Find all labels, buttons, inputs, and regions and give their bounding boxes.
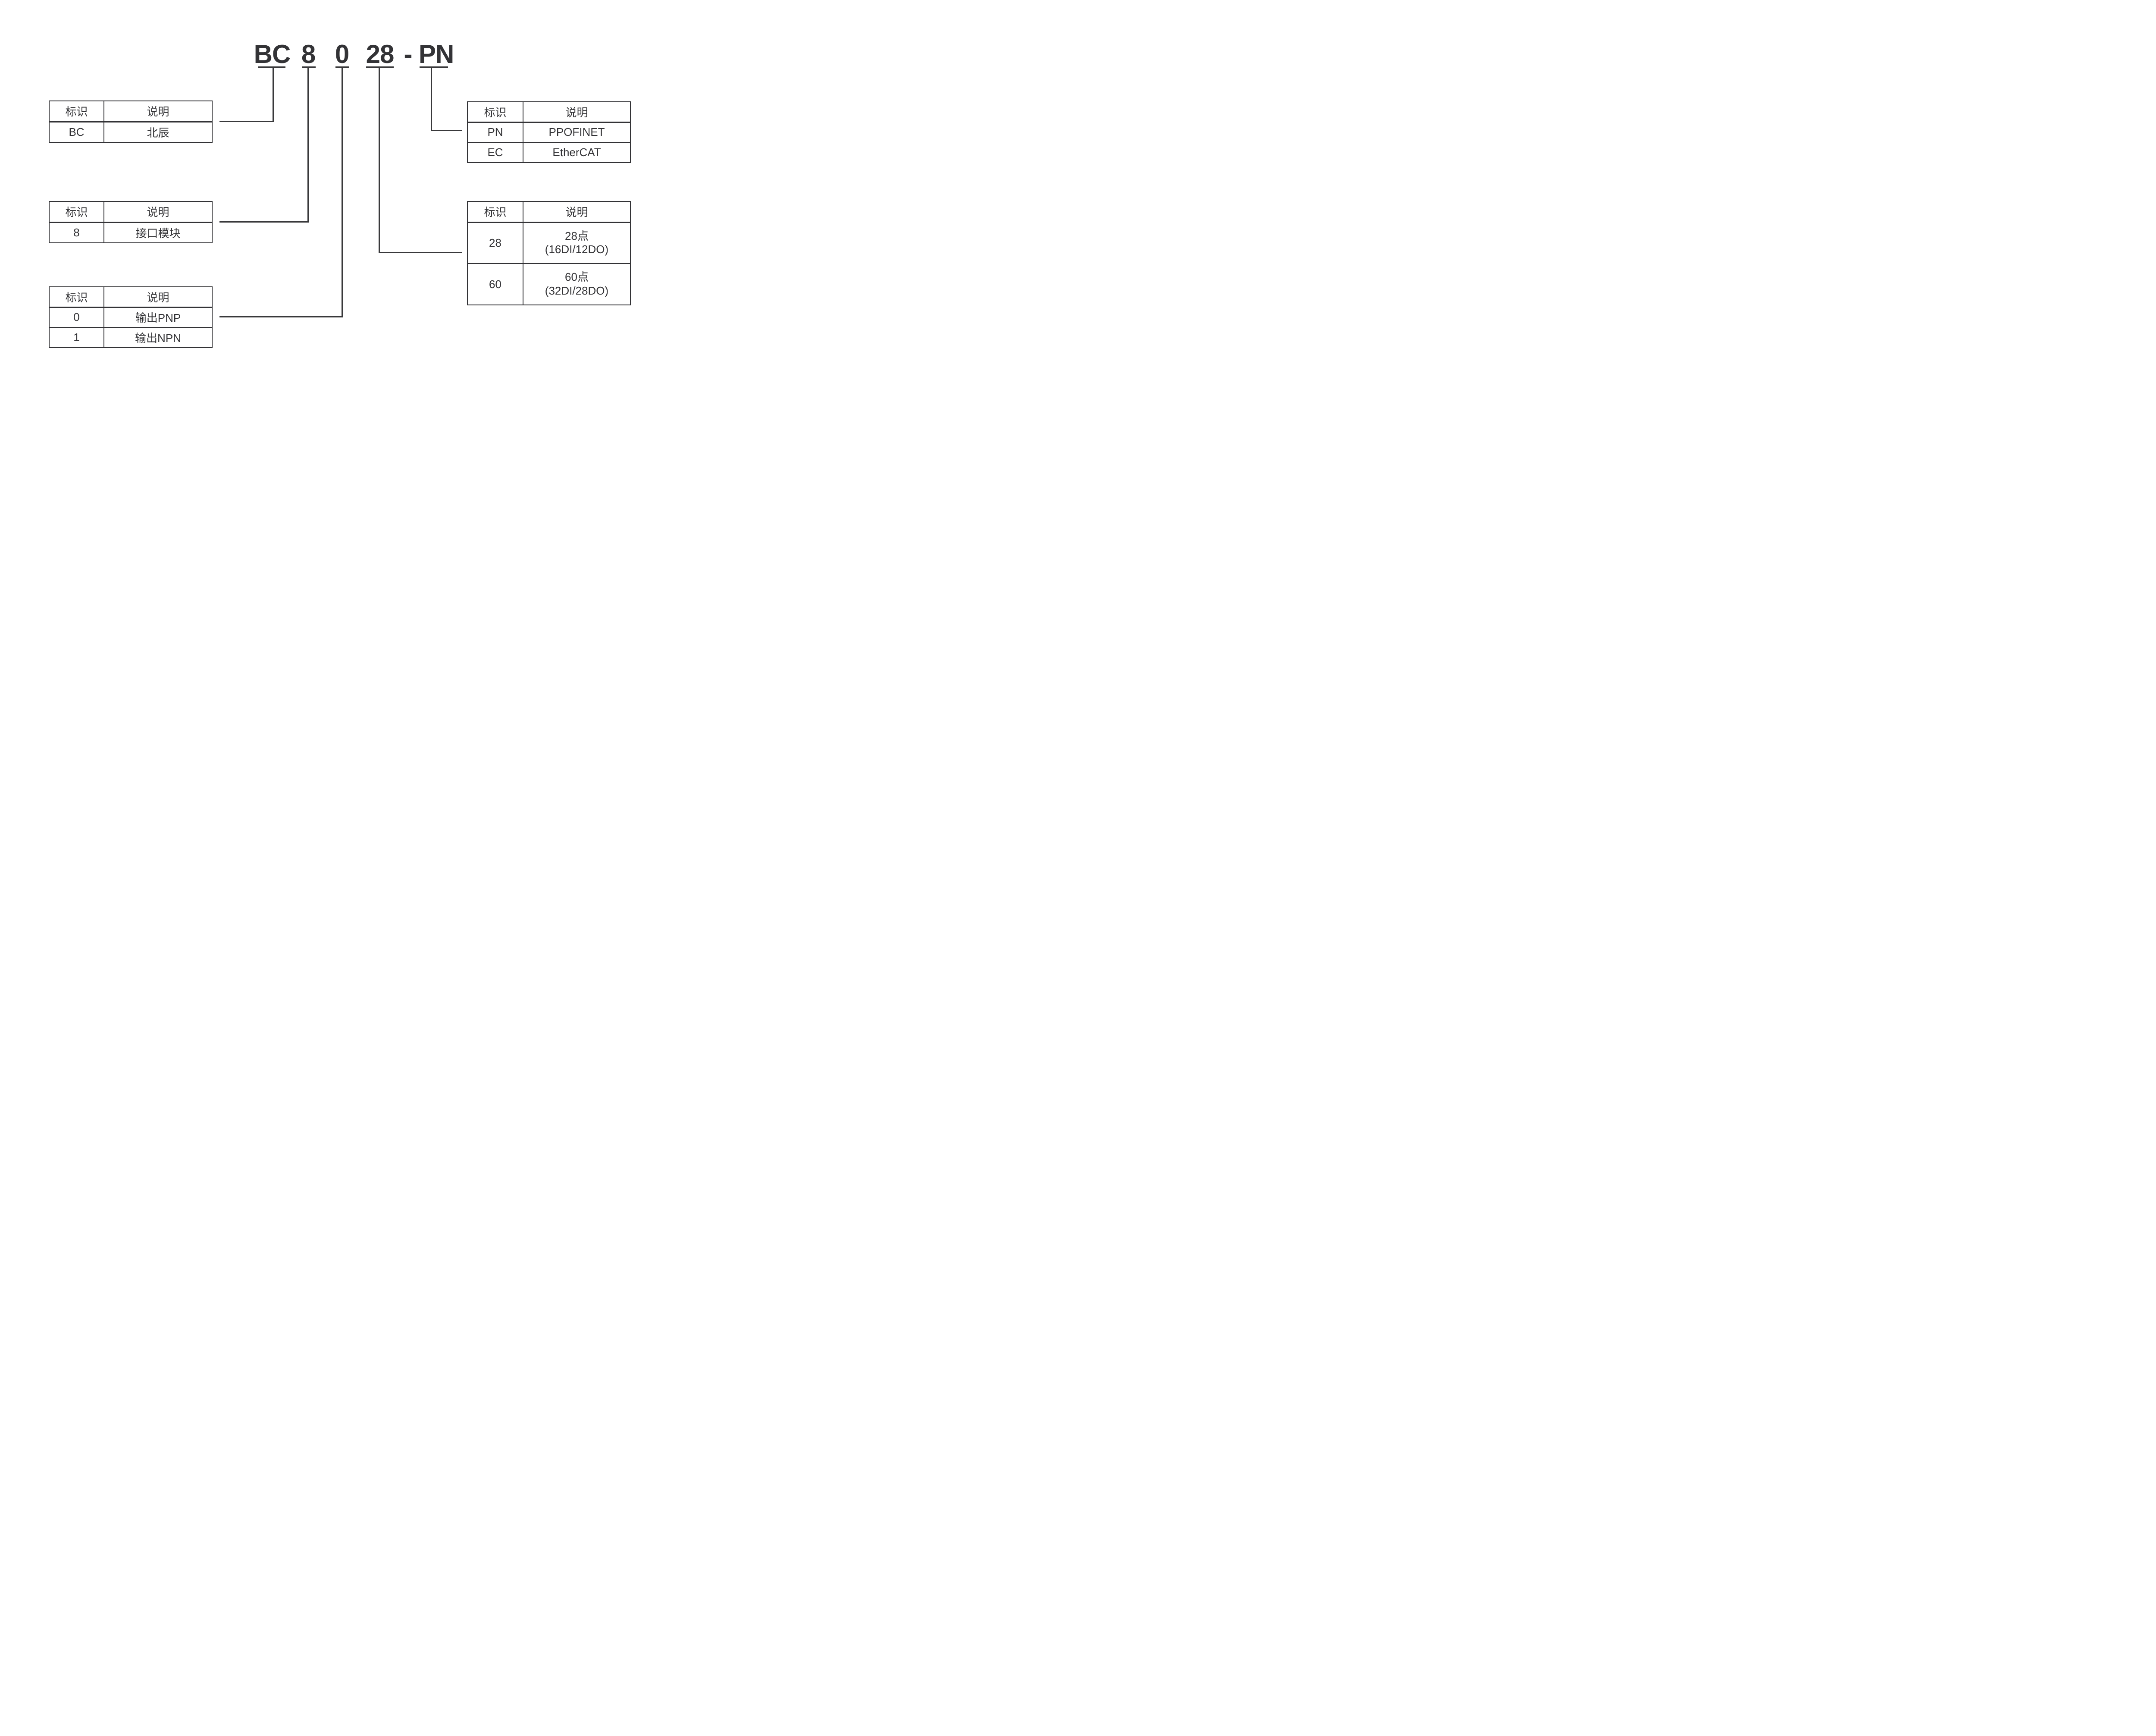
header-id: 标识	[49, 201, 104, 223]
header-id: 标识	[49, 100, 104, 122]
header-desc: 说明	[523, 101, 631, 123]
cell-id: 0	[49, 307, 104, 328]
connector-8-vertical	[307, 68, 309, 223]
connector-28-vertical	[379, 68, 380, 253]
code-segment-0: 0	[335, 40, 349, 69]
cell-desc-line2: (32DI/28DO)	[545, 284, 609, 297]
header-desc: 说明	[103, 100, 213, 122]
cell-id: 1	[49, 327, 104, 348]
table-row: PN PPOFINET	[467, 122, 631, 143]
table-row: 1 输出NPN	[49, 327, 213, 348]
table-row: 0 输出PNP	[49, 307, 213, 328]
cell-id: BC	[49, 121, 104, 143]
code-segment-bc: BC	[254, 40, 291, 69]
underline-0	[335, 66, 349, 68]
table-row: EC EtherCAT	[467, 142, 631, 163]
code-segment-dash: -	[404, 40, 413, 69]
table-row: 60 60点 (32DI/28DO)	[467, 263, 631, 305]
connector-0-vertical	[342, 68, 343, 317]
cell-desc: 接口模块	[103, 222, 213, 243]
connector-28-horizontal	[379, 252, 462, 253]
cell-id: EC	[467, 142, 523, 163]
cell-desc: 北辰	[103, 121, 213, 143]
connector-pn-vertical	[431, 68, 432, 131]
underline-8	[302, 66, 316, 68]
table-row: 28 28点 (16DI/12DO)	[467, 222, 631, 264]
legend-table-brand: 标识 说明 BC 北辰	[49, 100, 213, 143]
underline-pn	[420, 66, 448, 68]
header-desc: 说明	[103, 201, 213, 223]
header-desc: 说明	[103, 286, 213, 308]
legend-table-output-type: 标识 说明 0 输出PNP 1 输出NPN	[49, 286, 213, 348]
connector-bc-horizontal	[219, 121, 274, 122]
cell-desc: PPOFINET	[523, 122, 631, 143]
code-segment-8: 8	[301, 40, 316, 69]
cell-desc-line1: 60点	[565, 270, 589, 284]
table-row: 8 接口模块	[49, 222, 213, 243]
header-id: 标识	[49, 286, 104, 308]
connector-pn-horizontal	[431, 130, 462, 131]
legend-table-bus-protocol: 标识 说明 PN PPOFINET EC EtherCAT	[467, 101, 631, 163]
cell-desc: 28点 (16DI/12DO)	[523, 222, 631, 264]
connector-bc-vertical	[273, 68, 274, 122]
code-segment-pn: PN	[419, 40, 454, 69]
underline-28	[366, 66, 394, 68]
connector-0-horizontal	[219, 316, 343, 317]
model-code-diagram: BC 8 0 28 - PN 标识 说明 BC 北辰 标识 说明	[0, 0, 676, 386]
cell-desc: 输出NPN	[103, 327, 213, 348]
header-id: 标识	[467, 101, 523, 123]
cell-desc: 60点 (32DI/28DO)	[523, 263, 631, 305]
cell-id: 8	[49, 222, 104, 243]
header-id: 标识	[467, 201, 523, 223]
header-desc: 说明	[523, 201, 631, 223]
table-row: BC 北辰	[49, 121, 213, 143]
cell-desc-line1: 28点	[565, 229, 589, 242]
cell-id: 60	[467, 263, 523, 305]
legend-table-io-points: 标识 说明 28 28点 (16DI/12DO) 60 60点 (32DI/28…	[467, 201, 631, 305]
cell-desc-line2: (16DI/12DO)	[545, 243, 609, 256]
cell-id: 28	[467, 222, 523, 264]
cell-desc: EtherCAT	[523, 142, 631, 163]
cell-id: PN	[467, 122, 523, 143]
connector-8-horizontal	[219, 221, 309, 223]
code-segment-28: 28	[366, 40, 395, 69]
legend-table-module-type: 标识 说明 8 接口模块	[49, 201, 213, 243]
cell-desc: 输出PNP	[103, 307, 213, 328]
underline-bc	[258, 66, 285, 68]
